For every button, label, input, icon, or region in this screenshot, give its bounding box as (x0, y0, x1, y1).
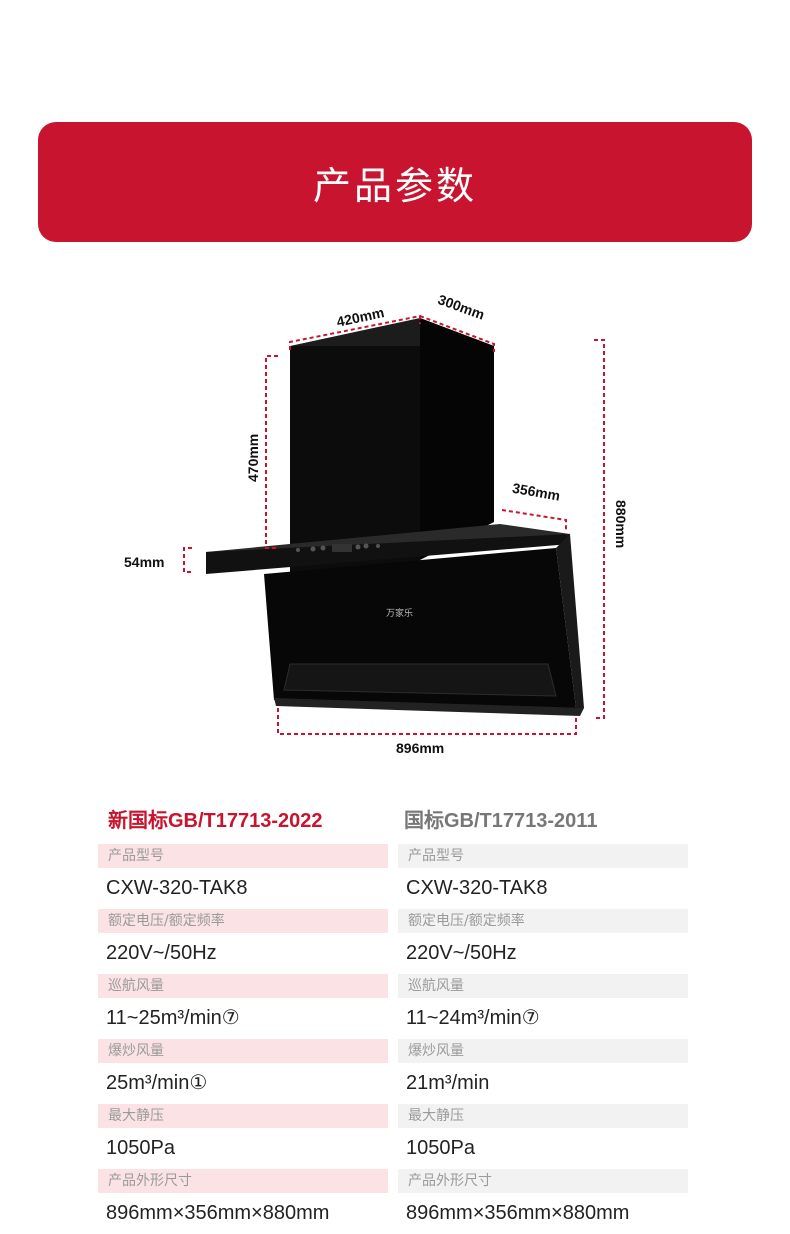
spec-value: 220V~/50Hz (106, 942, 217, 964)
new-standard-heading: 新国标GB/T17713-2022 (108, 810, 323, 832)
spec-label: 最大静压 (398, 1104, 688, 1128)
spec-value: 896mm×356mm×880mm (406, 1202, 630, 1224)
old-standard-heading: 国标GB/T17713-2011 (404, 810, 598, 832)
hood-depth-label: 356mm (511, 480, 561, 504)
spec-row-cruise-airflow: 巡航风量 11~25m³/min⑦ (98, 974, 388, 1039)
total-height-label: 880mm (613, 500, 629, 548)
spec-row-voltage: 额定电压/额定频率 220V~/50Hz (98, 909, 388, 974)
spec-row-cruise-airflow: 巡航风量 11~24m³/min⑦ (398, 974, 688, 1039)
spec-label: 额定电压/额定频率 (98, 909, 388, 933)
spec-label: 产品外形尺寸 (98, 1169, 388, 1193)
spec-row-static-pressure: 最大静压 1050Pa (398, 1104, 688, 1169)
spec-value: 25m³/min① (106, 1072, 208, 1094)
spec-label: 巡航风量 (98, 974, 388, 998)
spec-value: CXW-320-TAK8 (406, 877, 548, 899)
spec-row-dimensions: 产品外形尺寸 896mm×356mm×880mm (98, 1169, 388, 1234)
spec-label: 巡航风量 (398, 974, 688, 998)
chimney-side (420, 318, 494, 560)
range-hood-dimension-diagram: 万家乐 420mm 300mm 470mm 356mm 880mm 54mm 8… (124, 291, 629, 756)
hood-base (274, 698, 584, 716)
old-standard-specs: 产品型号 CXW-320-TAK8 额定电压/额定频率 220V~/50Hz 巡… (398, 844, 688, 1234)
spec-label: 产品外形尺寸 (398, 1169, 688, 1193)
spec-row-model: 产品型号 CXW-320-TAK8 (398, 844, 688, 909)
spec-label: 最大静压 (98, 1104, 388, 1128)
spec-row-voltage: 额定电压/额定频率 220V~/50Hz (398, 909, 688, 974)
spec-label: 额定电压/额定频率 (398, 909, 688, 933)
spec-row-model: 产品型号 CXW-320-TAK8 (98, 844, 388, 909)
width-label: 420mm (335, 304, 386, 330)
spec-value: 220V~/50Hz (406, 942, 517, 964)
hood-control-panel (206, 534, 570, 574)
spec-row-boost-airflow: 爆炒风量 21m³/min (398, 1039, 688, 1104)
brand-logo: 万家乐 (386, 607, 413, 619)
depth-label: 300mm (436, 291, 487, 323)
spec-label: 产品型号 (98, 844, 388, 868)
total-width-label: 896mm (396, 740, 444, 756)
spec-row-boost-airflow: 爆炒风量 25m³/min① (98, 1039, 388, 1104)
spec-value: 21m³/min (406, 1072, 490, 1094)
panel-thickness-label: 54mm (124, 554, 164, 570)
spec-row-static-pressure: 最大静压 1050Pa (98, 1104, 388, 1169)
spec-label: 产品型号 (398, 844, 688, 868)
chimney-height-label: 470mm (245, 434, 261, 482)
spec-row-dimensions: 产品外形尺寸 896mm×356mm×880mm (398, 1169, 688, 1234)
spec-value: 1050Pa (106, 1137, 175, 1159)
spec-label: 爆炒风量 (398, 1039, 688, 1063)
new-standard-specs: 产品型号 CXW-320-TAK8 额定电压/额定频率 220V~/50Hz 巡… (98, 844, 388, 1234)
section-title: 产品参数 (312, 163, 477, 208)
hood-side (556, 534, 584, 708)
hood-intake-recess (283, 663, 557, 697)
spec-label: 爆炒风量 (98, 1039, 388, 1063)
spec-value: 1050Pa (406, 1137, 475, 1159)
spec-value: 896mm×356mm×880mm (106, 1202, 330, 1224)
dimension-guides (183, 314, 605, 735)
control-buttons (296, 543, 380, 552)
spec-value: 11~25m³/min⑦ (106, 1007, 240, 1029)
spec-value: CXW-320-TAK8 (106, 877, 248, 899)
spec-value: 11~24m³/min⑦ (406, 1007, 540, 1029)
section-banner: 产品参数 (38, 122, 752, 242)
